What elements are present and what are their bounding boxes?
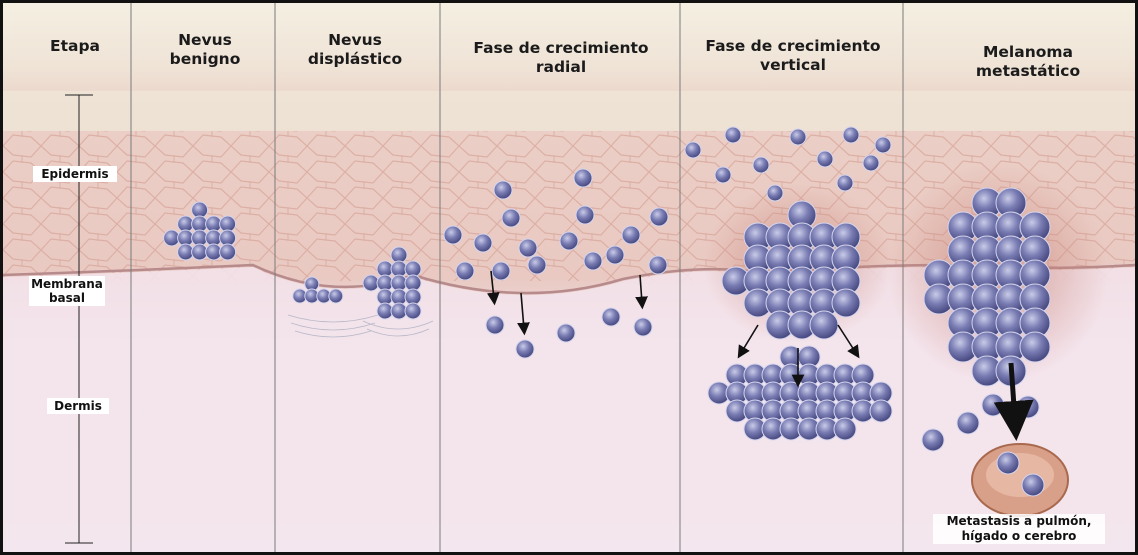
melanocyte-cell [220, 244, 236, 260]
melanocyte-cell [810, 311, 838, 339]
header-etapa: Etapa [25, 37, 125, 56]
label-dermis: Dermis [47, 398, 109, 414]
melanocyte-cell [715, 167, 731, 183]
melanocyte-cell [584, 252, 602, 270]
melanocyte-cell [492, 262, 510, 280]
melanocyte-cell [843, 127, 859, 143]
melanocyte-cell [528, 256, 546, 274]
melanocyte-cell [576, 206, 594, 224]
melanocyte-cell [767, 185, 783, 201]
header-melanoma-metastatico: Melanoma metastático [948, 43, 1108, 81]
melanocyte-cell [922, 429, 944, 451]
melanocyte-cell [863, 155, 879, 171]
melanocyte-cell [685, 142, 701, 158]
stratum-corneum [3, 91, 1135, 131]
melanocyte-cell [725, 127, 741, 143]
melanocyte-cell [474, 234, 492, 252]
melanoma-stages-illustration [3, 3, 1135, 552]
melanocyte-cell [519, 239, 537, 257]
melanocyte-cell [634, 318, 652, 336]
melanocyte-cell [817, 151, 833, 167]
header-crecimiento-radial: Fase de crecimiento radial [451, 39, 671, 77]
melanocyte-cell [405, 303, 421, 319]
melanocyte-cell [875, 137, 891, 153]
melanocyte-cell [649, 256, 667, 274]
header-nevus-displastico: Nevus displástico [285, 31, 425, 69]
melanocyte-cell [456, 262, 474, 280]
melanocyte-cell [444, 226, 462, 244]
melanocyte-cell [1017, 396, 1039, 418]
melanocyte-cell [832, 289, 860, 317]
label-epidermis: Epidermis [33, 166, 117, 182]
melanocyte-cell [650, 208, 668, 226]
melanocyte-cell [982, 394, 1004, 416]
melanocyte-cell [560, 232, 578, 250]
melanocyte-cell [997, 452, 1019, 474]
melanocyte-cell [957, 412, 979, 434]
melanocyte-cell [606, 246, 624, 264]
melanocyte-cell [486, 316, 504, 334]
melanocyte-cell [753, 157, 769, 173]
melanocyte-cell [516, 340, 534, 358]
melanocyte-cell [502, 209, 520, 227]
header-crecimiento-vertical: Fase de crecimiento vertical [683, 37, 903, 75]
melanocyte-cell [602, 308, 620, 326]
melanocyte-cell [622, 226, 640, 244]
melanocyte-cell [1022, 474, 1044, 496]
label-membrana-basal: Membrana basal [29, 276, 105, 306]
melanocyte-cell [870, 400, 892, 422]
melanocyte-cell [834, 418, 856, 440]
label-metastasis: Metastasis a pulmón, hígado o cerebro [933, 514, 1105, 544]
melanocyte-cell [574, 169, 592, 187]
melanocyte-cell [329, 289, 343, 303]
header-nevus-benigno: Nevus benigno [155, 31, 255, 69]
melanocyte-cell [1020, 332, 1050, 362]
melanocyte-cell [494, 181, 512, 199]
melanocyte-cell [557, 324, 575, 342]
melanocyte-cell [790, 129, 806, 145]
melanocyte-cell [837, 175, 853, 191]
